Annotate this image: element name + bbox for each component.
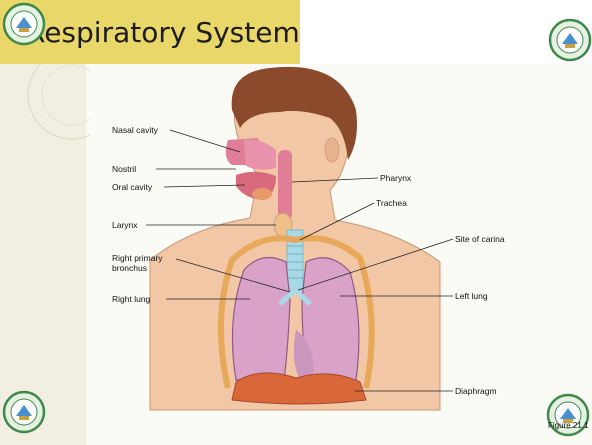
figure-reference: Figure 21.1	[548, 421, 588, 430]
label-left-lung: Left lung	[455, 291, 488, 301]
label-nostril: Nostril	[112, 164, 136, 174]
label-trachea: Trachea	[376, 198, 407, 208]
label-diaphragm: Diaphragm	[455, 386, 497, 396]
label-right-primary-bronchus-line2: bronchus	[112, 263, 147, 273]
label-right-primary-bronchus-line1: Right primary	[112, 253, 163, 263]
label-pharynx: Pharynx	[380, 173, 411, 183]
label-larynx: Larynx	[112, 220, 138, 230]
label-nasal-cavity: Nasal cavity	[112, 125, 158, 135]
label-oral-cavity: Oral cavity	[112, 182, 152, 192]
label-site-of-carina: Site of carina	[455, 234, 505, 244]
label-right-lung: Right lung	[112, 294, 150, 304]
